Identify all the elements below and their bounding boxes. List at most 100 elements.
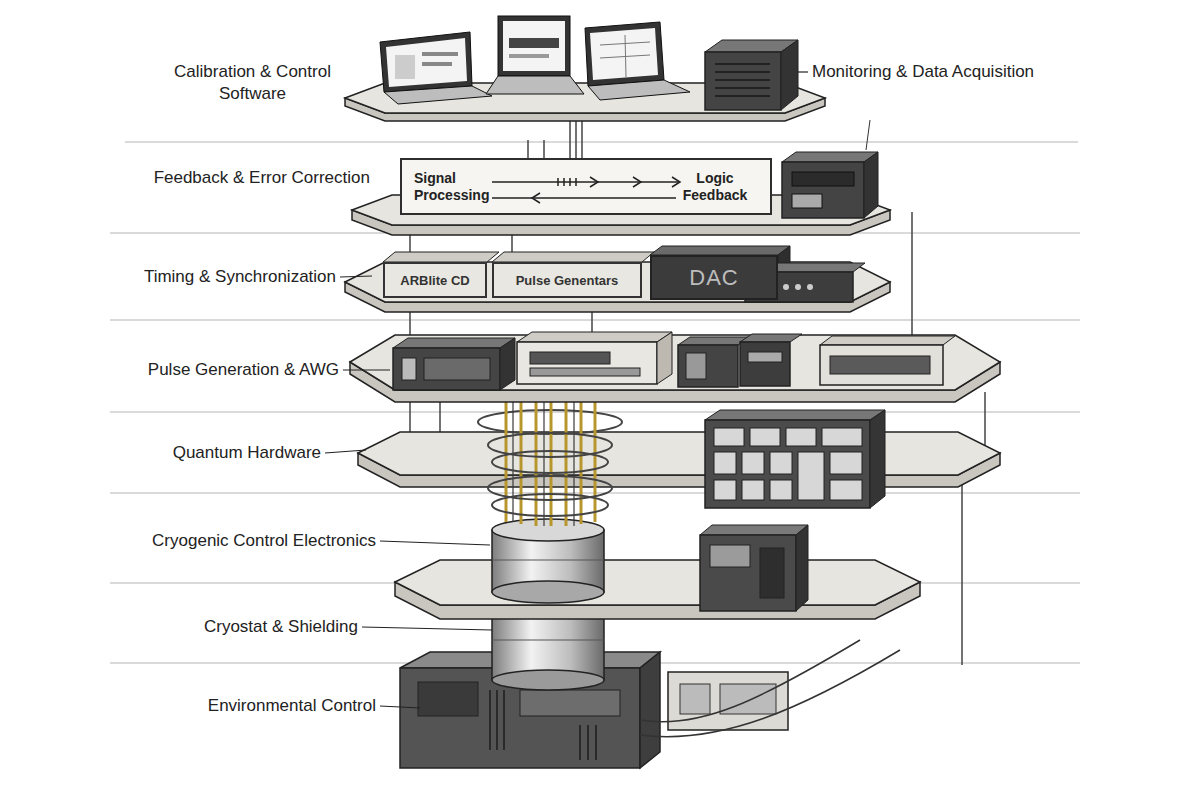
rack-module	[830, 480, 862, 500]
environmental-unit	[400, 640, 900, 768]
vent-slot	[595, 725, 597, 760]
gold-wires	[506, 400, 595, 526]
cage-ring	[492, 451, 608, 473]
vent-slot	[715, 87, 770, 89]
timing-plate	[345, 262, 890, 312]
cryogenic-plate	[395, 560, 920, 619]
rack-side	[870, 410, 885, 508]
laptop-keyboard	[588, 80, 690, 100]
dark-wire	[512, 400, 513, 522]
box-panel	[760, 548, 784, 598]
node-title: Pulse Genentars	[516, 273, 619, 288]
device-top	[650, 246, 790, 255]
rack-module	[830, 452, 862, 474]
device-panel	[530, 352, 610, 364]
support-rod	[911, 212, 913, 345]
cage-ring	[488, 433, 612, 457]
device-side	[864, 152, 878, 218]
antenna	[866, 120, 870, 150]
node-text: Logic Feedback	[672, 170, 758, 204]
rack-module	[786, 428, 816, 446]
device-panel	[830, 356, 930, 374]
device-panel	[424, 358, 490, 380]
cryostat-bottom	[492, 670, 604, 690]
device-box: Pulse Genentars	[492, 262, 642, 298]
vent-slot	[715, 71, 770, 73]
dark-wires	[513, 400, 574, 526]
quantum-plate	[358, 432, 1000, 487]
device-panel	[402, 358, 416, 380]
device-top	[782, 152, 878, 162]
device-panel	[748, 352, 782, 362]
device-top	[517, 332, 672, 342]
laptop-screen	[498, 16, 570, 76]
vent-slots	[490, 690, 596, 760]
device-box: ARBlite CD	[383, 262, 487, 298]
rack-module	[770, 480, 792, 500]
electronics-rack	[705, 410, 885, 508]
feedback-panel: Signal ProcessingLogic Feedback	[400, 158, 772, 215]
side-unit-panel	[680, 684, 710, 714]
leader-line	[340, 276, 372, 277]
hose	[640, 640, 860, 722]
vent-slot	[587, 725, 589, 760]
device-panel	[792, 194, 822, 208]
pulse-devices	[393, 332, 955, 390]
vent-slot	[715, 63, 770, 65]
plate-face	[350, 335, 1000, 390]
cable	[527, 140, 529, 160]
rack-module	[770, 452, 792, 474]
layer-label: Calibration & Control Software	[150, 61, 355, 105]
layer-label: Quantum Hardware	[90, 442, 321, 464]
gold-wire	[550, 400, 553, 526]
timing-device-tops	[383, 246, 865, 302]
qubit-cage	[478, 400, 622, 526]
rack-module	[742, 480, 764, 500]
unit-display	[520, 690, 620, 716]
cylinder-bottom	[492, 581, 604, 603]
gold-wire	[580, 400, 583, 524]
cylinder-top	[492, 519, 604, 541]
screen-content	[625, 35, 626, 77]
gold-wire	[565, 400, 568, 526]
laptop-keyboard	[384, 86, 492, 104]
vent-slot	[496, 690, 498, 750]
cage-ring	[492, 494, 608, 516]
gold-wire	[594, 400, 597, 522]
pulse-plate	[350, 335, 1000, 402]
screen-content	[422, 52, 458, 56]
screen-content	[422, 62, 452, 66]
vent-slot	[715, 79, 770, 81]
leader-line	[380, 541, 490, 545]
leader-line	[343, 369, 390, 370]
separator-lines	[110, 142, 1080, 663]
device-top	[383, 252, 499, 262]
laptop-display	[386, 38, 467, 87]
dark-wire	[543, 400, 544, 526]
cryostat-seam	[492, 640, 604, 641]
server-body	[705, 52, 781, 110]
cable	[543, 140, 545, 160]
plate-face	[358, 432, 1000, 475]
laptop-screen	[380, 32, 472, 92]
device-body	[740, 342, 790, 386]
cylinder-seam	[492, 560, 604, 561]
device-body	[782, 162, 864, 218]
leader-line	[362, 627, 492, 630]
vent-slot	[489, 690, 491, 750]
leader-line	[797, 71, 808, 72]
separator-line	[125, 142, 1078, 143]
device-panel	[530, 368, 640, 376]
laptop-screen	[585, 22, 664, 86]
layer-label: Feedback & Error Correction	[110, 167, 370, 189]
gold-wire	[520, 400, 523, 524]
rack-modules	[714, 428, 862, 500]
layer-label: Environmental Control	[90, 695, 376, 717]
device-body	[393, 348, 500, 390]
rack-module	[742, 452, 764, 474]
cryo-cylinder	[492, 519, 604, 603]
laptops	[380, 16, 690, 104]
support-rod	[961, 478, 963, 665]
